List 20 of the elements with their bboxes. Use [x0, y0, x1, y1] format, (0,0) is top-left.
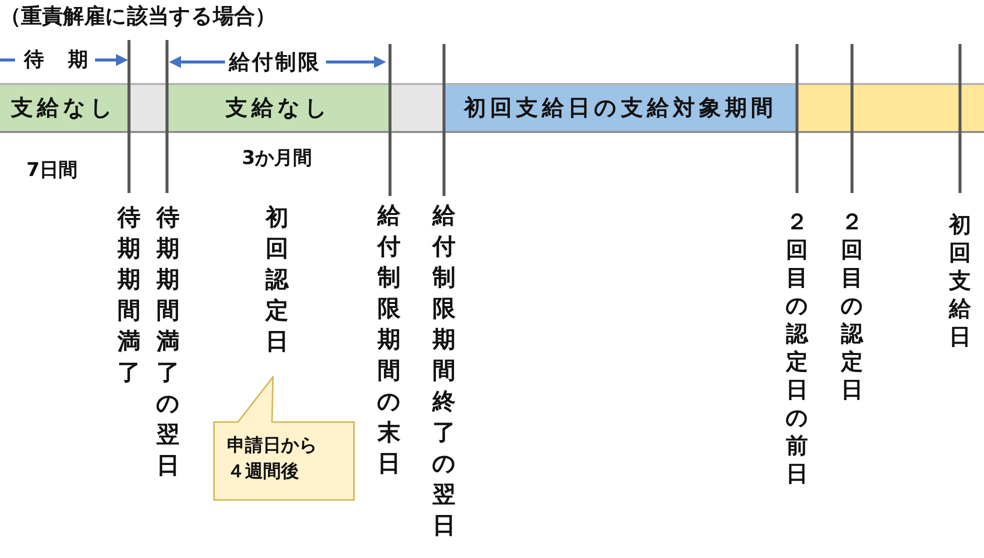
- period-bar: [390, 83, 444, 133]
- date-label: 給付制限期間終了の翌日: [432, 202, 456, 541]
- period-bar: 支給なし: [0, 83, 128, 133]
- date-label: 待期期間満了: [117, 204, 141, 388]
- period-bar: [797, 83, 984, 133]
- period-bar: 初回支給日の支給対象期間: [444, 83, 797, 133]
- date-label: 初回認定日: [265, 204, 289, 357]
- date-label: ２回目の認定日: [840, 209, 864, 405]
- duration-label: 3か月間: [242, 148, 312, 170]
- dimension-label: 待 期: [24, 48, 90, 71]
- period-bar: 支給なし: [167, 83, 390, 133]
- date-label: 初回支給日: [948, 212, 972, 352]
- duration-label: 7日間: [26, 160, 78, 182]
- date-label: ２回目の認定日の前日: [786, 209, 808, 489]
- date-label: 待期期間満了の翌日: [156, 204, 180, 481]
- dimension-label: 給付制限: [229, 50, 321, 74]
- title: （重責解雇に該当する場合）: [0, 4, 276, 30]
- speech-bubble: 申請日から４週間後: [213, 376, 355, 501]
- period-bar: [128, 83, 167, 133]
- date-label: 給付制限期間の末日: [377, 202, 401, 479]
